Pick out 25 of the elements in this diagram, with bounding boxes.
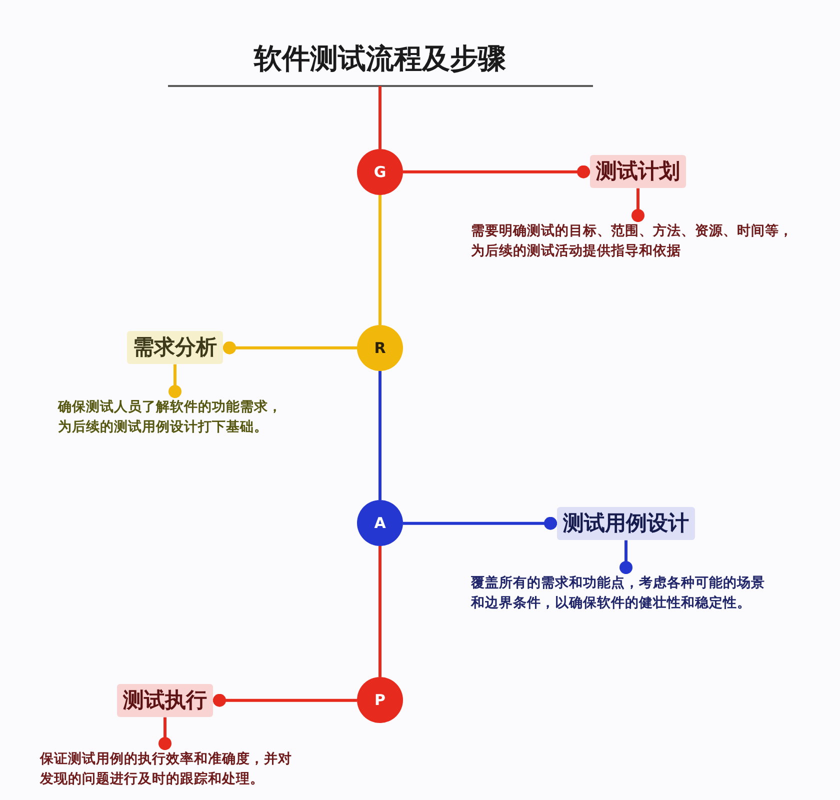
leader-line xyxy=(620,540,632,574)
step-description: 保证测试用例的执行效率和准确度，并对发现的问题进行及时的跟踪和处理。 xyxy=(40,750,295,790)
title: 软件测试流程及步骤 xyxy=(254,42,506,76)
connector-line xyxy=(403,516,557,530)
step-circle: A xyxy=(357,500,403,546)
connector-line xyxy=(223,341,357,354)
step-description: 确保测试人员了解软件的功能需求，为后续的测试用例设计打下基础。 xyxy=(58,398,285,438)
step-heading-box: 需求分析 xyxy=(127,331,223,364)
connector-line xyxy=(213,694,357,707)
connector-line xyxy=(403,165,590,178)
step-circle: P xyxy=(357,677,403,723)
step-description: 需要明确测试的目标、范围、方法、资源、时间等，为后续的测试活动提供指导和依据 xyxy=(471,222,796,262)
step-circle: R xyxy=(357,325,403,371)
leader-line xyxy=(632,188,644,222)
leader-line xyxy=(158,717,172,750)
step-description: 覆盖所有的需求和功能点，考虑各种可能的场景和边界条件，以确保软件的健壮性和稳定性。 xyxy=(471,574,768,614)
timeline-line xyxy=(378,371,382,500)
step-heading-box: 测试用例设计 xyxy=(557,507,695,540)
step-circle: G xyxy=(357,149,403,195)
timeline-line xyxy=(378,86,382,149)
timeline-line xyxy=(378,546,382,677)
leader-line xyxy=(168,364,182,398)
step-heading-box: 测试执行 xyxy=(117,684,213,718)
timeline-line xyxy=(378,195,382,325)
step-heading-box: 测试计划 xyxy=(590,155,686,188)
